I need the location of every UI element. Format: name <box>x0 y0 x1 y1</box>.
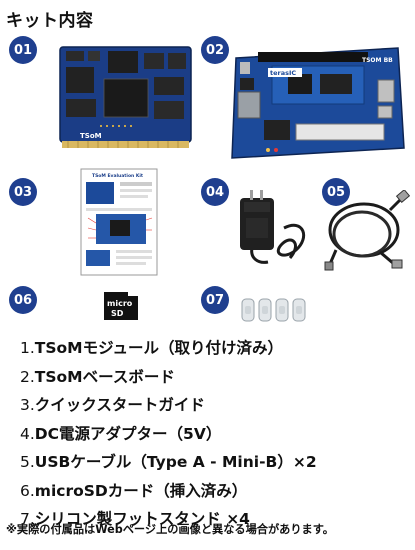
list-item: 3.クイックスタートガイド <box>20 396 205 414</box>
guide-title: TSoM Evaluation Kit <box>92 173 144 179</box>
item-badge-06: 06 <box>9 286 37 314</box>
quick-start-guide-image: TSoM Evaluation Kit <box>80 168 158 276</box>
list-item: 7.シリコン製フットスタンド ×4 <box>20 510 250 528</box>
kit-contents-list: 1.TSoMモジュール（取り付け済み） 2.TSoMベースボード 3.クイックス… <box>20 334 410 534</box>
tsom-module-image: TSoM <box>59 46 192 148</box>
item-badge-07: 07 <box>201 286 229 314</box>
sd-label-micro: micro <box>107 299 133 308</box>
list-item: 6.microSDカード（挿入済み） <box>20 481 248 500</box>
board-label: TSOM BB <box>362 57 393 64</box>
silicone-feet-image <box>241 298 306 322</box>
list-item: 5.USBケーブル（Type A - Mini-B）×2 <box>20 453 317 471</box>
list-item: 2.TSoMベースボード <box>20 367 175 386</box>
dc-adapter-image <box>240 190 306 264</box>
sd-label-sd: SD <box>111 309 124 318</box>
item-badge-05: 05 <box>322 178 350 206</box>
item-badge-03: 03 <box>9 178 37 206</box>
usb-cable-image <box>324 190 410 271</box>
page-title: キット内容 <box>6 11 94 31</box>
module-label: TSoM <box>80 132 102 140</box>
list-item: 1.TSoMモジュール（取り付け済み） <box>20 339 284 357</box>
board-logo: terasIC <box>270 69 296 77</box>
microsd-card-image: micro SD <box>104 292 138 320</box>
item-badge-04: 04 <box>201 178 229 206</box>
disclaimer-note: ※実際の付属品はWebページ上の画像と異なる場合があります。 <box>6 523 334 536</box>
item-badge-01: 01 <box>9 36 37 64</box>
base-board-image: TSOM BB terasIC <box>231 47 405 159</box>
item-badge-02: 02 <box>201 36 229 64</box>
list-item: 4.DC電源アダプター（5V） <box>20 424 222 443</box>
